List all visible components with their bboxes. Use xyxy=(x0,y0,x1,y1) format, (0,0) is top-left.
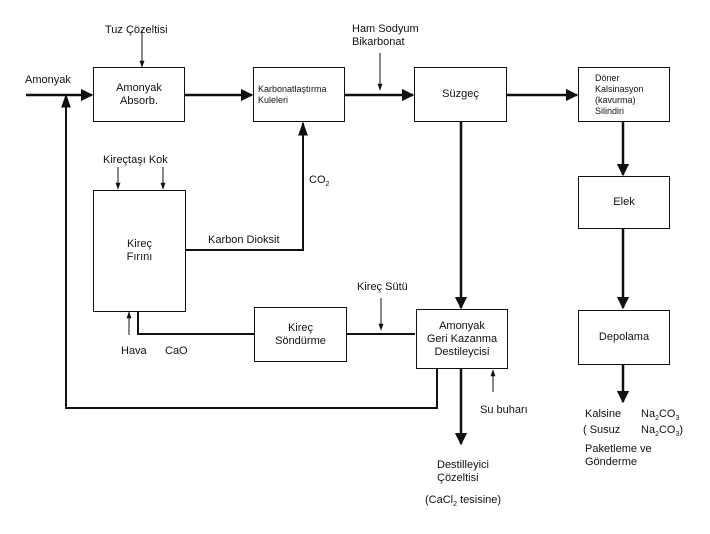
label-karbon-dioksit: Karbon Dioksit xyxy=(208,234,280,246)
label-cacl2-tesisine: (CaCl2 tesisine) xyxy=(425,494,502,509)
label-cao: CaO xyxy=(165,345,188,357)
box-elek: Elek xyxy=(578,176,670,229)
label-na2co3-2: Na2CO3) xyxy=(641,424,684,439)
flow-co2 xyxy=(185,121,308,251)
label-kirec-sutu: Kireç Sütü xyxy=(357,281,408,293)
flow-recycle-amonyak xyxy=(65,95,438,409)
label-susuz: ( Susuz xyxy=(583,424,621,436)
label-tuz-cozeltisi: Tuz Çözeltisi xyxy=(105,24,168,36)
label-co2: CO2 xyxy=(309,174,330,189)
label-su-buhari: Su buharı xyxy=(480,404,528,416)
label-kalsine: Kalsine xyxy=(585,408,622,420)
label-hava: Hava xyxy=(121,345,147,357)
label-kirectasi-kok: Kireçtaşı Kok xyxy=(103,154,168,166)
flow-cao xyxy=(137,312,254,335)
box-suzgec: Süzgeç xyxy=(414,67,507,122)
label-amonyak-in: Amonyak xyxy=(25,74,71,86)
box-depolama: Depolama xyxy=(578,310,670,365)
label-na2co3-1: Na2CO3 xyxy=(641,408,680,423)
